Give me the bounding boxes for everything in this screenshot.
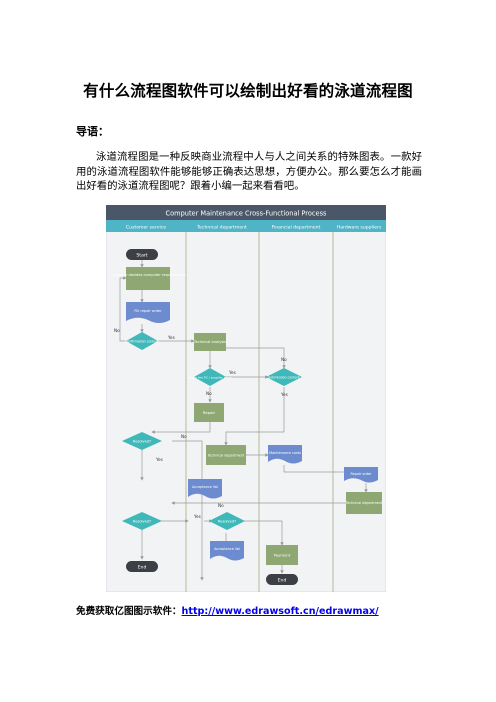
submission-decision — [266, 368, 302, 386]
payment-label: Payment — [274, 553, 291, 558]
technical-department-label: Technical department — [207, 454, 245, 458]
lane-header-technical — [186, 220, 259, 232]
end-label: End — [138, 565, 147, 571]
diagram-title: Computer Maintenance Cross-Functional Pr… — [166, 210, 327, 218]
lane-label-technical: Technical department — [196, 225, 247, 231]
resolved-decision-3 — [122, 512, 162, 530]
repair-choice-label: Repair the PC / supplier repair — [187, 376, 233, 380]
lane-header-hardware — [333, 220, 386, 232]
yes-label: Yes — [167, 335, 175, 340]
intro-paragraph: 泳道流程图是一种反映商业流程中人与人之间关系的特殊图表。一款好用的泳道流程图软件… — [76, 151, 422, 192]
yes-label: Yes — [280, 392, 288, 397]
acceptance-list-label: Acceptance list — [192, 485, 218, 489]
swimlane-flowchart-figure: Computer Maintenance Cross-Functional Pr… — [105, 204, 387, 593]
yes-label: Yes — [193, 514, 201, 519]
connectors — [119, 260, 368, 581]
fill-repair-order-doc — [126, 302, 170, 323]
no-label: No — [114, 328, 120, 333]
resolved-label-3: Resolved? — [133, 520, 151, 524]
no-label: No — [218, 503, 224, 508]
customer-decides-label: Customer decides computer requirements — [110, 273, 186, 277]
no-label: No — [281, 357, 287, 362]
resolved-decision-1 — [122, 432, 162, 450]
end-label: End — [278, 578, 287, 584]
swimlane-flowchart: Computer Maintenance Cross-Functional Pr… — [105, 204, 387, 593]
repair-order-label: Repair order — [351, 472, 373, 476]
no-label: No — [206, 391, 212, 396]
lane-label-financial: Financial department — [272, 225, 321, 231]
lane-label-hardware: Hardware suppliers — [337, 225, 382, 231]
repair-choice-decision — [194, 368, 226, 386]
no-label: No — [181, 434, 187, 439]
technical-analysis-label: Technical analysis — [193, 340, 226, 344]
technical-department-supplier-box — [346, 492, 382, 514]
yes-label: Yes — [155, 457, 163, 462]
acceptance-list-2-label: Acceptance list — [214, 547, 240, 551]
intro-label: 导语： — [76, 125, 109, 138]
branch-labels: No Yes Yes No No Yes No Yes No Yes — [114, 328, 288, 519]
resolved-label-1: Resolved? — [133, 440, 151, 444]
payment-box — [266, 545, 298, 565]
acceptance-list-2-doc — [210, 541, 244, 561]
resolved-decision-2 — [209, 512, 245, 530]
lane-label-customer: Customer service — [126, 225, 166, 231]
fill-repair-order-label: Fill repair order — [134, 309, 162, 313]
customer-decides-box — [126, 267, 170, 290]
lane-header-financial — [259, 220, 333, 232]
start-terminal — [126, 249, 158, 260]
end-terminal-financial — [266, 574, 298, 585]
footer: 免费获取亿图图示软件：http://www.edrawsoft.cn/edraw… — [76, 603, 379, 617]
resolved-label-2: Resolved? — [218, 520, 236, 524]
lane-header-customer — [106, 220, 186, 232]
repair-box — [194, 403, 224, 422]
confirmation-label: Confirmation content — [125, 340, 160, 344]
maintenance-costs-doc — [268, 445, 302, 464]
confirmation-decision — [126, 332, 158, 350]
submission-label: Submission content — [268, 376, 300, 380]
document-title: 有什么流程图软件可以绘制出好看的泳道流程图 — [83, 82, 413, 100]
technical-department-supplier-label: Technical department — [345, 501, 383, 505]
footer-link[interactable]: http://www.edrawsoft.cn/edrawmax/ — [181, 606, 379, 617]
acceptance-list-doc — [188, 479, 222, 499]
start-label: Start — [136, 253, 147, 259]
end-terminal-customer — [126, 561, 158, 572]
yes-label: Yes — [228, 370, 236, 375]
technical-department-box — [206, 445, 246, 465]
repair-label: Repair — [203, 410, 216, 415]
technical-analysis-box — [194, 333, 226, 351]
footer-label: 免费获取亿图图示软件： — [76, 606, 182, 617]
diagram-header — [106, 205, 386, 220]
diagram-background — [105, 204, 387, 593]
maintenance-costs-label: Maintenance costs — [269, 451, 301, 455]
repair-order-doc — [344, 467, 378, 483]
